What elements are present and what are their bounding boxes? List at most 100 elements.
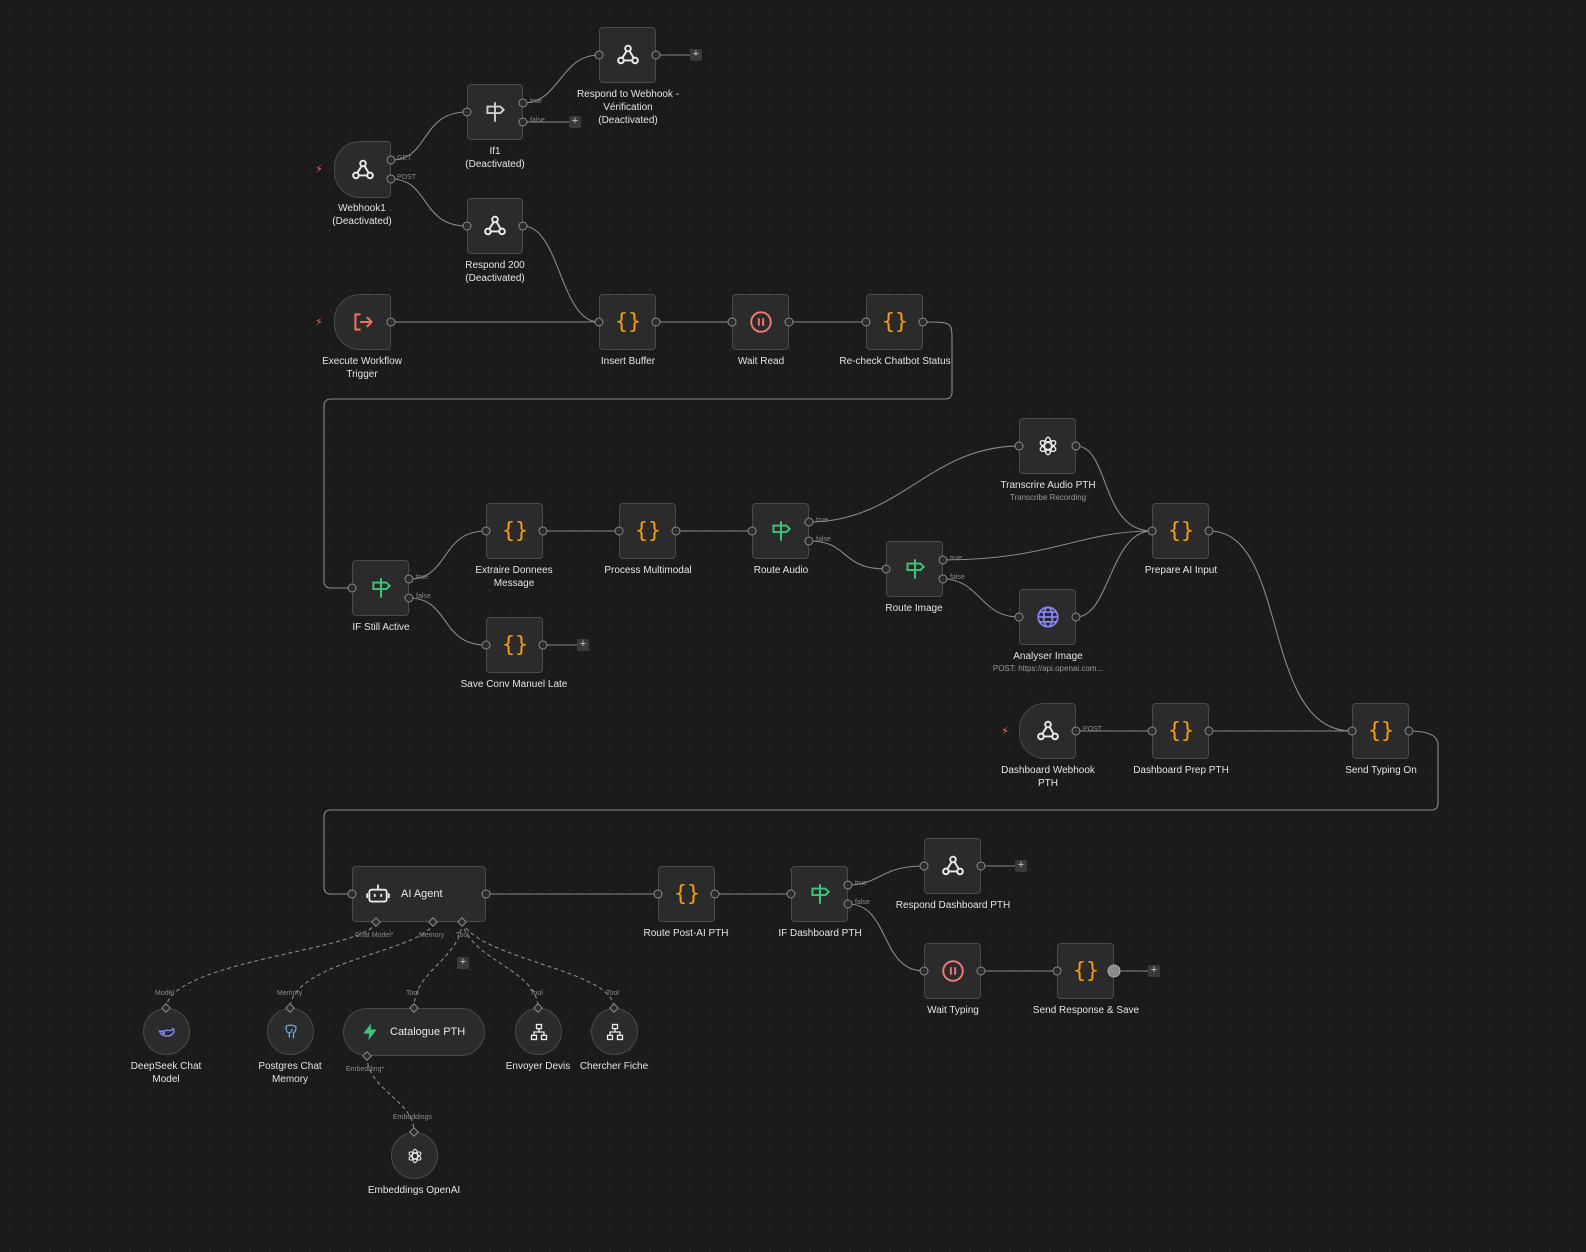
- port-in[interactable]: [347, 583, 357, 593]
- port-out[interactable]: [1204, 726, 1214, 736]
- port-out-false[interactable]: [843, 899, 853, 909]
- port-out[interactable]: [518, 221, 528, 231]
- port-in[interactable]: [1147, 526, 1157, 536]
- port-in[interactable]: [727, 317, 737, 327]
- port-label-memory: Memory: [419, 932, 445, 939]
- port-out[interactable]: [918, 317, 928, 327]
- node-process-multimodal[interactable]: {}: [619, 503, 676, 559]
- port-out[interactable]: [671, 526, 681, 536]
- node-label: Dashboard Webhook PTH: [1001, 764, 1095, 790]
- node-recheck-chatbot-status[interactable]: {}: [866, 294, 923, 350]
- port-out[interactable]: [1107, 964, 1121, 978]
- add-node-button[interactable]: +: [577, 639, 589, 651]
- node-envoyer-devis[interactable]: [515, 1008, 562, 1055]
- port-out[interactable]: [976, 861, 986, 871]
- node-title: Transcrire Audio PTH: [1000, 480, 1096, 491]
- node-route-image[interactable]: [886, 541, 943, 597]
- port-in[interactable]: [653, 889, 663, 899]
- port-out-false[interactable]: [518, 117, 528, 127]
- node-analyser-image[interactable]: [1019, 589, 1076, 645]
- port-out-post[interactable]: [386, 174, 396, 184]
- node-respond-dashboard-pth[interactable]: [924, 838, 981, 894]
- node-respond-verification[interactable]: [599, 27, 656, 83]
- port-in[interactable]: [594, 317, 604, 327]
- port-out-get[interactable]: [386, 155, 396, 165]
- port-in[interactable]: [1052, 966, 1062, 976]
- port-out-true[interactable]: [404, 574, 414, 584]
- node-respond-200[interactable]: [467, 198, 523, 254]
- port-out[interactable]: [1071, 441, 1081, 451]
- node-catalogue-pth[interactable]: Catalogue PTH: [343, 1008, 485, 1056]
- add-tool-button[interactable]: +: [457, 957, 469, 969]
- port-in[interactable]: [481, 640, 491, 650]
- port-out[interactable]: [784, 317, 794, 327]
- port-in[interactable]: [1147, 726, 1157, 736]
- port-in[interactable]: [786, 889, 796, 899]
- port-out[interactable]: [538, 640, 548, 650]
- node-save-conv-manuel-late[interactable]: {}: [486, 617, 543, 673]
- port-out-true[interactable]: [804, 517, 814, 527]
- port-in[interactable]: [1014, 441, 1024, 451]
- node-if1[interactable]: [467, 84, 523, 140]
- port-out[interactable]: [651, 317, 661, 327]
- node-deepseek-chat-model[interactable]: [143, 1008, 190, 1055]
- port-out[interactable]: [538, 526, 548, 536]
- node-transcrire-audio-pth[interactable]: [1019, 418, 1076, 474]
- node-extraire-donnees-message[interactable]: {}: [486, 503, 543, 559]
- port-out-false[interactable]: [804, 536, 814, 546]
- port-in[interactable]: [1347, 726, 1357, 736]
- node-if-dashboard-pth[interactable]: [791, 866, 848, 922]
- port-in[interactable]: [347, 889, 357, 899]
- port-in[interactable]: [881, 564, 891, 574]
- node-route-post-ai-pth[interactable]: {}: [658, 866, 715, 922]
- port-in[interactable]: [919, 966, 929, 976]
- port-out-true[interactable]: [518, 98, 528, 108]
- port-out-true[interactable]: [938, 555, 948, 565]
- port-in[interactable]: [614, 526, 624, 536]
- port-in[interactable]: [594, 50, 604, 60]
- whale-icon: [157, 1027, 175, 1037]
- node-if-still-active[interactable]: [352, 560, 409, 616]
- add-node-button[interactable]: +: [1015, 860, 1027, 872]
- node-title-line2: Memory: [271, 1074, 309, 1085]
- node-send-typing-on[interactable]: {}: [1352, 703, 1409, 759]
- port-out[interactable]: [710, 889, 720, 899]
- node-title: AI Agent: [401, 888, 443, 900]
- node-dashboard-prep-pth[interactable]: {}: [1152, 703, 1209, 759]
- node-insert-buffer[interactable]: {}: [599, 294, 656, 350]
- port-out[interactable]: [1204, 526, 1214, 536]
- node-embeddings-openai[interactable]: [391, 1132, 438, 1179]
- port-out-false[interactable]: [404, 593, 414, 603]
- add-node-button[interactable]: +: [690, 49, 702, 61]
- port-out[interactable]: [651, 50, 661, 60]
- port-in[interactable]: [481, 526, 491, 536]
- port-out[interactable]: [386, 317, 396, 327]
- node-chercher-fiche[interactable]: [591, 1008, 638, 1055]
- add-node-button[interactable]: +: [569, 116, 581, 128]
- port-out[interactable]: [976, 966, 986, 976]
- node-dashboard-webhook-pth[interactable]: [1019, 703, 1076, 759]
- port-in[interactable]: [462, 221, 472, 231]
- node-ai-agent[interactable]: AI Agent: [352, 866, 486, 922]
- node-prepare-ai-input[interactable]: {}: [1152, 503, 1209, 559]
- port-out[interactable]: [481, 889, 491, 899]
- node-execute-workflow-trigger[interactable]: [334, 294, 391, 350]
- port-out[interactable]: [1071, 612, 1081, 622]
- node-wait-typing[interactable]: [924, 943, 981, 999]
- node-webhook1[interactable]: [334, 141, 391, 198]
- node-wait-read[interactable]: [732, 294, 789, 350]
- port-out-true[interactable]: [843, 880, 853, 890]
- port-in[interactable]: [462, 107, 472, 117]
- port-in[interactable]: [861, 317, 871, 327]
- node-send-response-save[interactable]: {}: [1057, 943, 1114, 999]
- add-node-button[interactable]: +: [1148, 965, 1160, 977]
- port-in[interactable]: [747, 526, 757, 536]
- port-in[interactable]: [919, 861, 929, 871]
- port-out-false[interactable]: [938, 574, 948, 584]
- code-braces-icon: {}: [502, 633, 528, 658]
- port-in[interactable]: [1014, 612, 1024, 622]
- port-out-post[interactable]: [1071, 726, 1081, 736]
- node-postgres-chat-memory[interactable]: [267, 1008, 314, 1055]
- port-out[interactable]: [1404, 726, 1414, 736]
- node-route-audio[interactable]: [752, 503, 809, 559]
